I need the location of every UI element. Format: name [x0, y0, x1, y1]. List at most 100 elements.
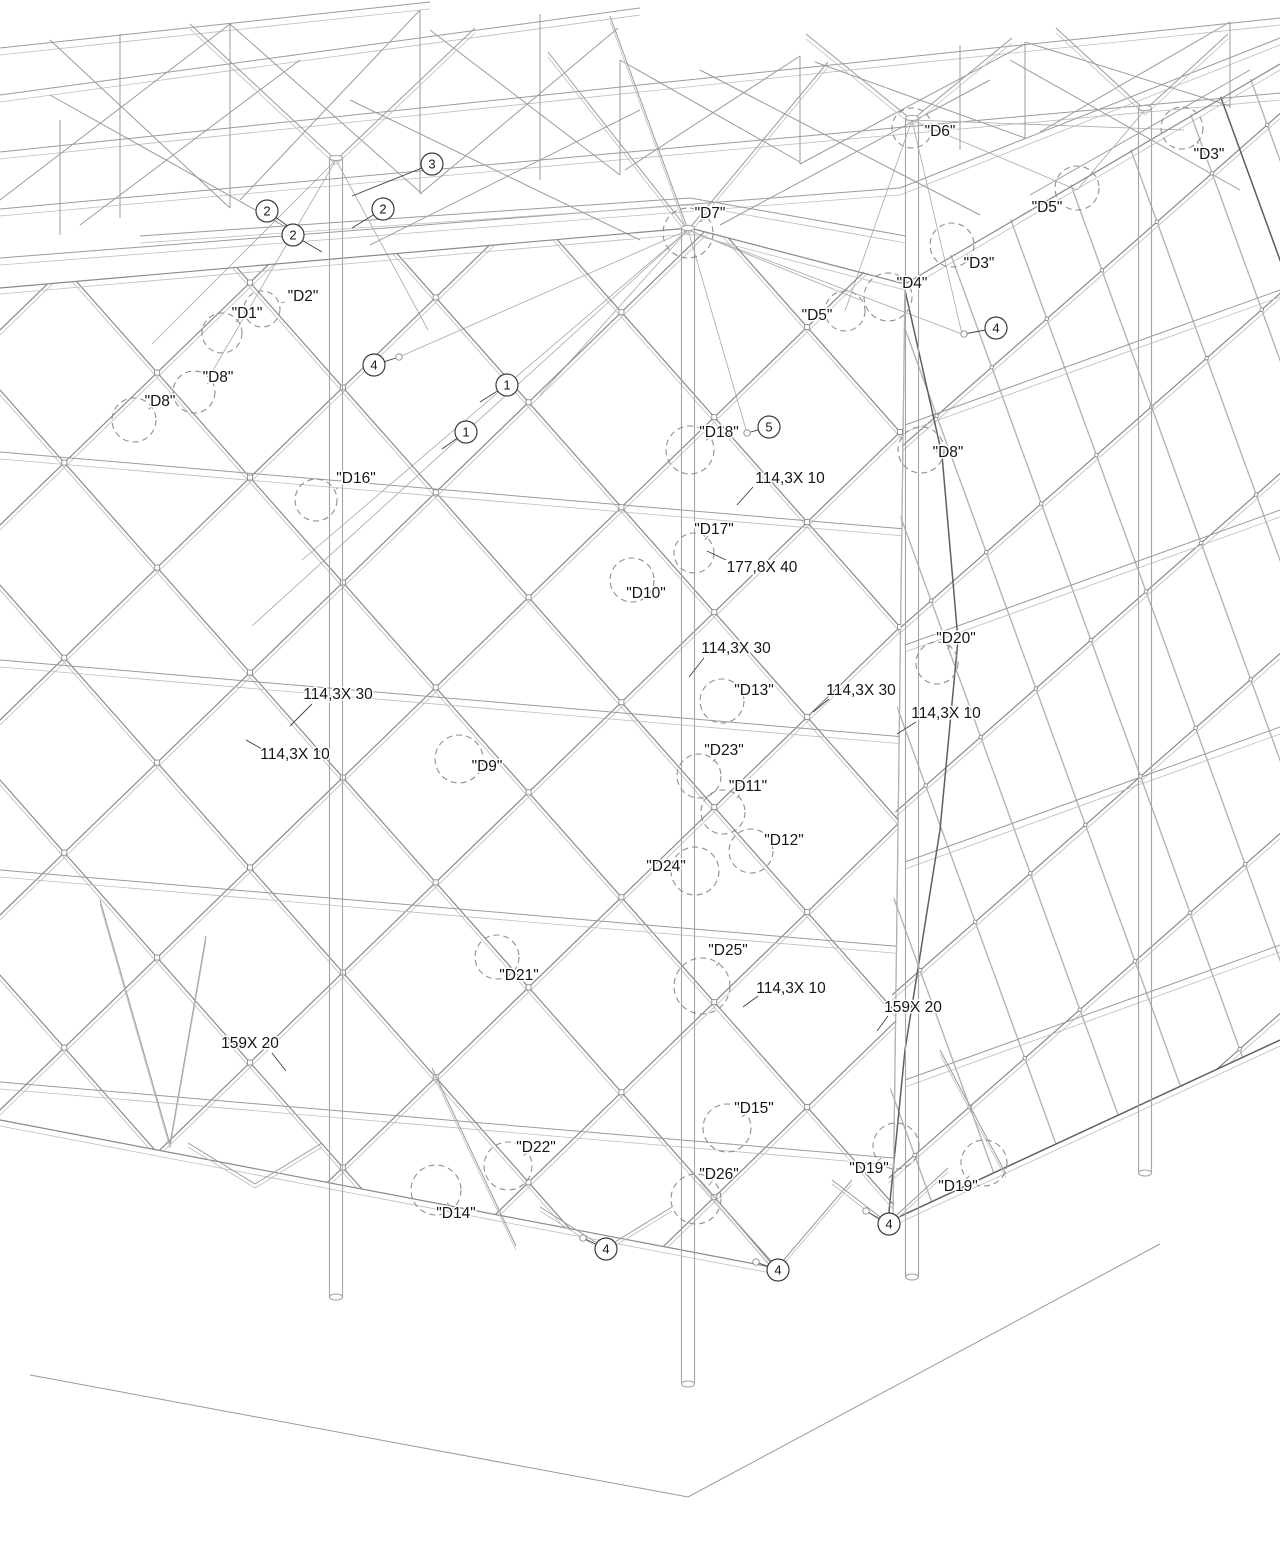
dimension-label: 114,3X 30: [701, 640, 771, 657]
detail-marker-circle: [673, 532, 715, 574]
member-line: [604, 1206, 673, 1249]
member-line: [547, 56, 689, 236]
detail-marker-circle: [676, 753, 722, 799]
member-line: [609, 20, 689, 236]
member-line: [1039, 21, 1231, 133]
member-line: [0, 876, 905, 955]
anchor-dot: [960, 330, 968, 338]
member-line: [0, 8, 431, 56]
anchor-dot: [752, 1258, 760, 1266]
member-line: [904, 63, 1280, 285]
member-line: [151, 159, 337, 345]
member-line: [0, 977, 905, 1268]
lattice-node: [61, 1044, 68, 1051]
member-line: [831, 1179, 889, 1224]
callout-number: 4: [774, 1263, 781, 1278]
columns: [328, 104, 1153, 1388]
lattice-node: [525, 984, 532, 991]
lattice-node: [1143, 589, 1149, 594]
member-line: [0, 228, 905, 873]
detail-label: "D11": [729, 778, 767, 795]
member-line: [0, 99, 1280, 217]
column-base: [680, 1380, 696, 1388]
member-line: [419, 27, 619, 195]
member-line: [139, 204, 691, 244]
member-line: [904, 733, 1280, 870]
member-line: [899, 44, 1280, 196]
member-line: [0, 228, 905, 868]
detail-marker-circle: [673, 957, 731, 1015]
member-line: [911, 119, 1078, 191]
detail-marker-circle: [172, 370, 216, 414]
detail-label: "D2": [288, 288, 319, 305]
column-base: [904, 1273, 920, 1281]
member-line: [888, 820, 1280, 1209]
detail-marker-circle: [294, 478, 338, 522]
member-line: [876, 1015, 889, 1032]
member-line: [0, 228, 905, 760]
member-line: [639, 586, 650, 597]
member-line: [814, 61, 1026, 139]
member-line: [888, 455, 1280, 844]
member-line: [0, 228, 905, 960]
detail-label: "D10": [626, 585, 665, 602]
member-line: [1029, 69, 1251, 196]
member-line: [1144, 38, 1229, 116]
member-line: [539, 1206, 606, 1249]
member-line: [0, 228, 905, 765]
dimension-label: 114,3X 10: [755, 470, 825, 487]
lattice-node: [247, 474, 253, 481]
callout-circle: [495, 373, 519, 397]
member-line: [689, 233, 906, 291]
callout-number: 1: [503, 378, 510, 393]
lattice-node: [154, 954, 161, 961]
detail-marker-circle: [434, 734, 484, 784]
member-line: [0, 228, 905, 478]
member-line: [301, 229, 689, 561]
dimension-label: 159X 20: [221, 1035, 279, 1052]
member-line: [211, 159, 337, 373]
member-line: [0, 1125, 777, 1275]
callout-circle: [255, 199, 279, 223]
member-line: [888, 62, 1280, 1027]
lattice-node: [934, 413, 939, 419]
member-line: [699, 1179, 777, 1270]
lattice-node: [804, 1104, 811, 1111]
column-cap: [1137, 104, 1153, 112]
detail-marker-circle: [702, 1103, 752, 1153]
member-line: [99, 903, 171, 1149]
lattice-node: [525, 1179, 532, 1186]
detail-label: "D22": [516, 1139, 555, 1156]
member-line: [189, 23, 337, 161]
lattice-node: [247, 669, 253, 676]
callout-circle: [362, 353, 386, 377]
lattice-node: [804, 324, 811, 331]
member-line: [0, 233, 691, 295]
lattice-node: [1248, 677, 1253, 682]
member-line: [229, 23, 421, 193]
member-line: [0, 1172, 905, 1268]
member-line: [888, 62, 1280, 827]
lattice-node: [804, 714, 811, 721]
lattice-node: [711, 999, 718, 1006]
detail-marker-circle: [960, 1139, 1008, 1187]
callout-number: 2: [379, 202, 386, 217]
detail-label: "D16": [336, 470, 375, 487]
detail-marker-circle: [824, 290, 866, 332]
member-line: [49, 39, 231, 209]
detail-marker-circle: [863, 272, 913, 322]
detail-label: "D14": [436, 1205, 475, 1222]
member-line: [254, 1146, 323, 1189]
lattice-node: [1253, 492, 1259, 497]
member-line: [1144, 33, 1229, 111]
lattice-node: [1033, 686, 1039, 691]
member-line: [805, 38, 913, 126]
member-line: [742, 995, 759, 1008]
member-line: [609, 15, 689, 231]
detail-label: "D24": [646, 858, 685, 875]
dimension-label: 114,3X 30: [303, 686, 373, 703]
lattice-node: [1237, 1046, 1242, 1052]
dimension-label: 114,3X 10: [260, 746, 330, 763]
member-line: [964, 1175, 970, 1180]
member-line: [904, 289, 1280, 426]
